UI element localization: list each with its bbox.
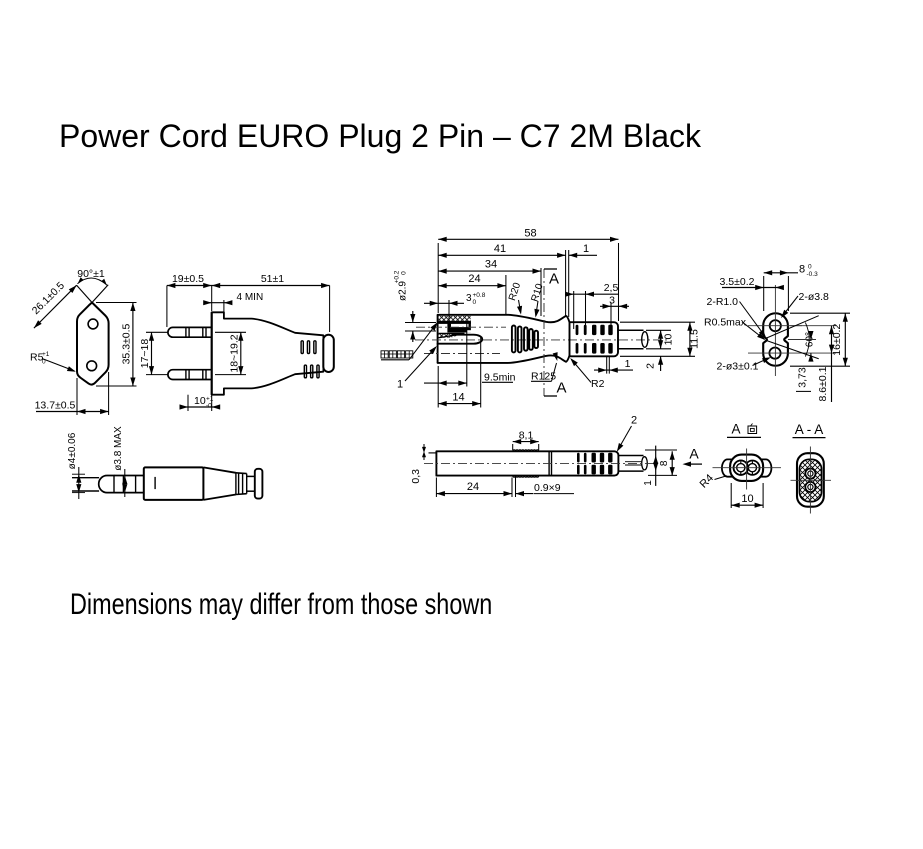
svg-text:34: 34	[485, 259, 497, 271]
svg-text:10: 10	[194, 395, 206, 407]
svg-text:2-R1.0: 2-R1.0	[707, 296, 739, 308]
svg-text:35.3±0.5: 35.3±0.5	[121, 323, 133, 364]
svg-text:24: 24	[467, 481, 479, 493]
svg-text:8: 8	[659, 460, 670, 466]
svg-text:1: 1	[643, 480, 654, 486]
svg-text:1: 1	[583, 243, 589, 255]
svg-text:+1: +1	[42, 351, 50, 358]
svg-text:A - A: A - A	[795, 422, 824, 437]
svg-text:10: 10	[741, 493, 753, 505]
svg-text:A: A	[689, 446, 699, 462]
svg-text:18~19.2: 18~19.2	[228, 334, 240, 372]
svg-text:11.5: 11.5	[689, 329, 701, 349]
svg-text:3,73: 3,73	[797, 367, 809, 388]
svg-text:-0: -0	[206, 403, 212, 410]
svg-text:R20: R20	[507, 281, 523, 302]
svg-text:ø4±0.06: ø4±0.06	[67, 432, 78, 469]
svg-text:0: 0	[42, 359, 46, 366]
svg-text:R2: R2	[591, 378, 605, 390]
svg-text:2-ø3±0.1: 2-ø3±0.1	[717, 361, 759, 373]
svg-text:ø2.9: ø2.9	[398, 281, 409, 301]
svg-text:R10: R10	[530, 282, 546, 303]
svg-text:8,1: 8,1	[519, 429, 534, 441]
svg-text:19±0.5: 19±0.5	[172, 273, 204, 285]
svg-text:0: 0	[401, 271, 408, 275]
svg-text:8.6±0.1: 8.6±0.1	[817, 366, 829, 401]
svg-text:R4: R4	[698, 472, 716, 490]
svg-text:2: 2	[645, 363, 657, 369]
svg-text:A: A	[549, 271, 559, 288]
svg-text:2-ø3.8: 2-ø3.8	[799, 291, 830, 303]
svg-text:41: 41	[494, 243, 506, 255]
svg-text:58: 58	[524, 227, 536, 239]
svg-text:A: A	[731, 422, 740, 437]
svg-text:0: 0	[473, 299, 477, 306]
svg-text:17~18: 17~18	[139, 339, 151, 369]
svg-text:3: 3	[609, 294, 615, 306]
svg-text:0.9×9: 0.9×9	[534, 482, 561, 494]
svg-text:90°±1: 90°±1	[77, 268, 105, 280]
svg-text:1: 1	[397, 379, 403, 391]
svg-text:A: A	[557, 379, 567, 396]
svg-text:+0.2: +0.2	[394, 270, 401, 283]
svg-text:3.5±0.2: 3.5±0.2	[720, 276, 755, 288]
svg-text:ø3.8 MAX: ø3.8 MAX	[113, 426, 124, 471]
svg-text:9.5min: 9.5min	[484, 371, 516, 383]
svg-text:R5: R5	[30, 352, 44, 364]
svg-text:-0.3: -0.3	[807, 271, 819, 278]
svg-text:10: 10	[663, 334, 675, 346]
svg-text:+1: +1	[206, 396, 214, 403]
svg-text:8: 8	[799, 263, 805, 275]
svg-text:R0.5max: R0.5max	[704, 316, 747, 328]
svg-text:0: 0	[808, 263, 812, 270]
svg-text:+0.8: +0.8	[473, 292, 486, 299]
svg-text:16±0.2: 16±0.2	[831, 324, 843, 356]
svg-text:24: 24	[468, 273, 480, 285]
svg-text:1: 1	[625, 358, 631, 370]
svg-text:14: 14	[452, 392, 464, 404]
svg-text:13.7±0.5: 13.7±0.5	[35, 400, 76, 412]
svg-text:51±1: 51±1	[261, 273, 284, 285]
svg-text:26.1±0.5: 26.1±0.5	[30, 280, 67, 317]
svg-text:2,5: 2,5	[604, 282, 619, 294]
svg-text:4 MIN: 4 MIN	[237, 292, 264, 303]
svg-text:2: 2	[631, 415, 637, 427]
svg-text:3: 3	[466, 293, 472, 304]
svg-text:0,3: 0,3	[410, 469, 422, 484]
svg-text:R125: R125	[531, 371, 556, 383]
